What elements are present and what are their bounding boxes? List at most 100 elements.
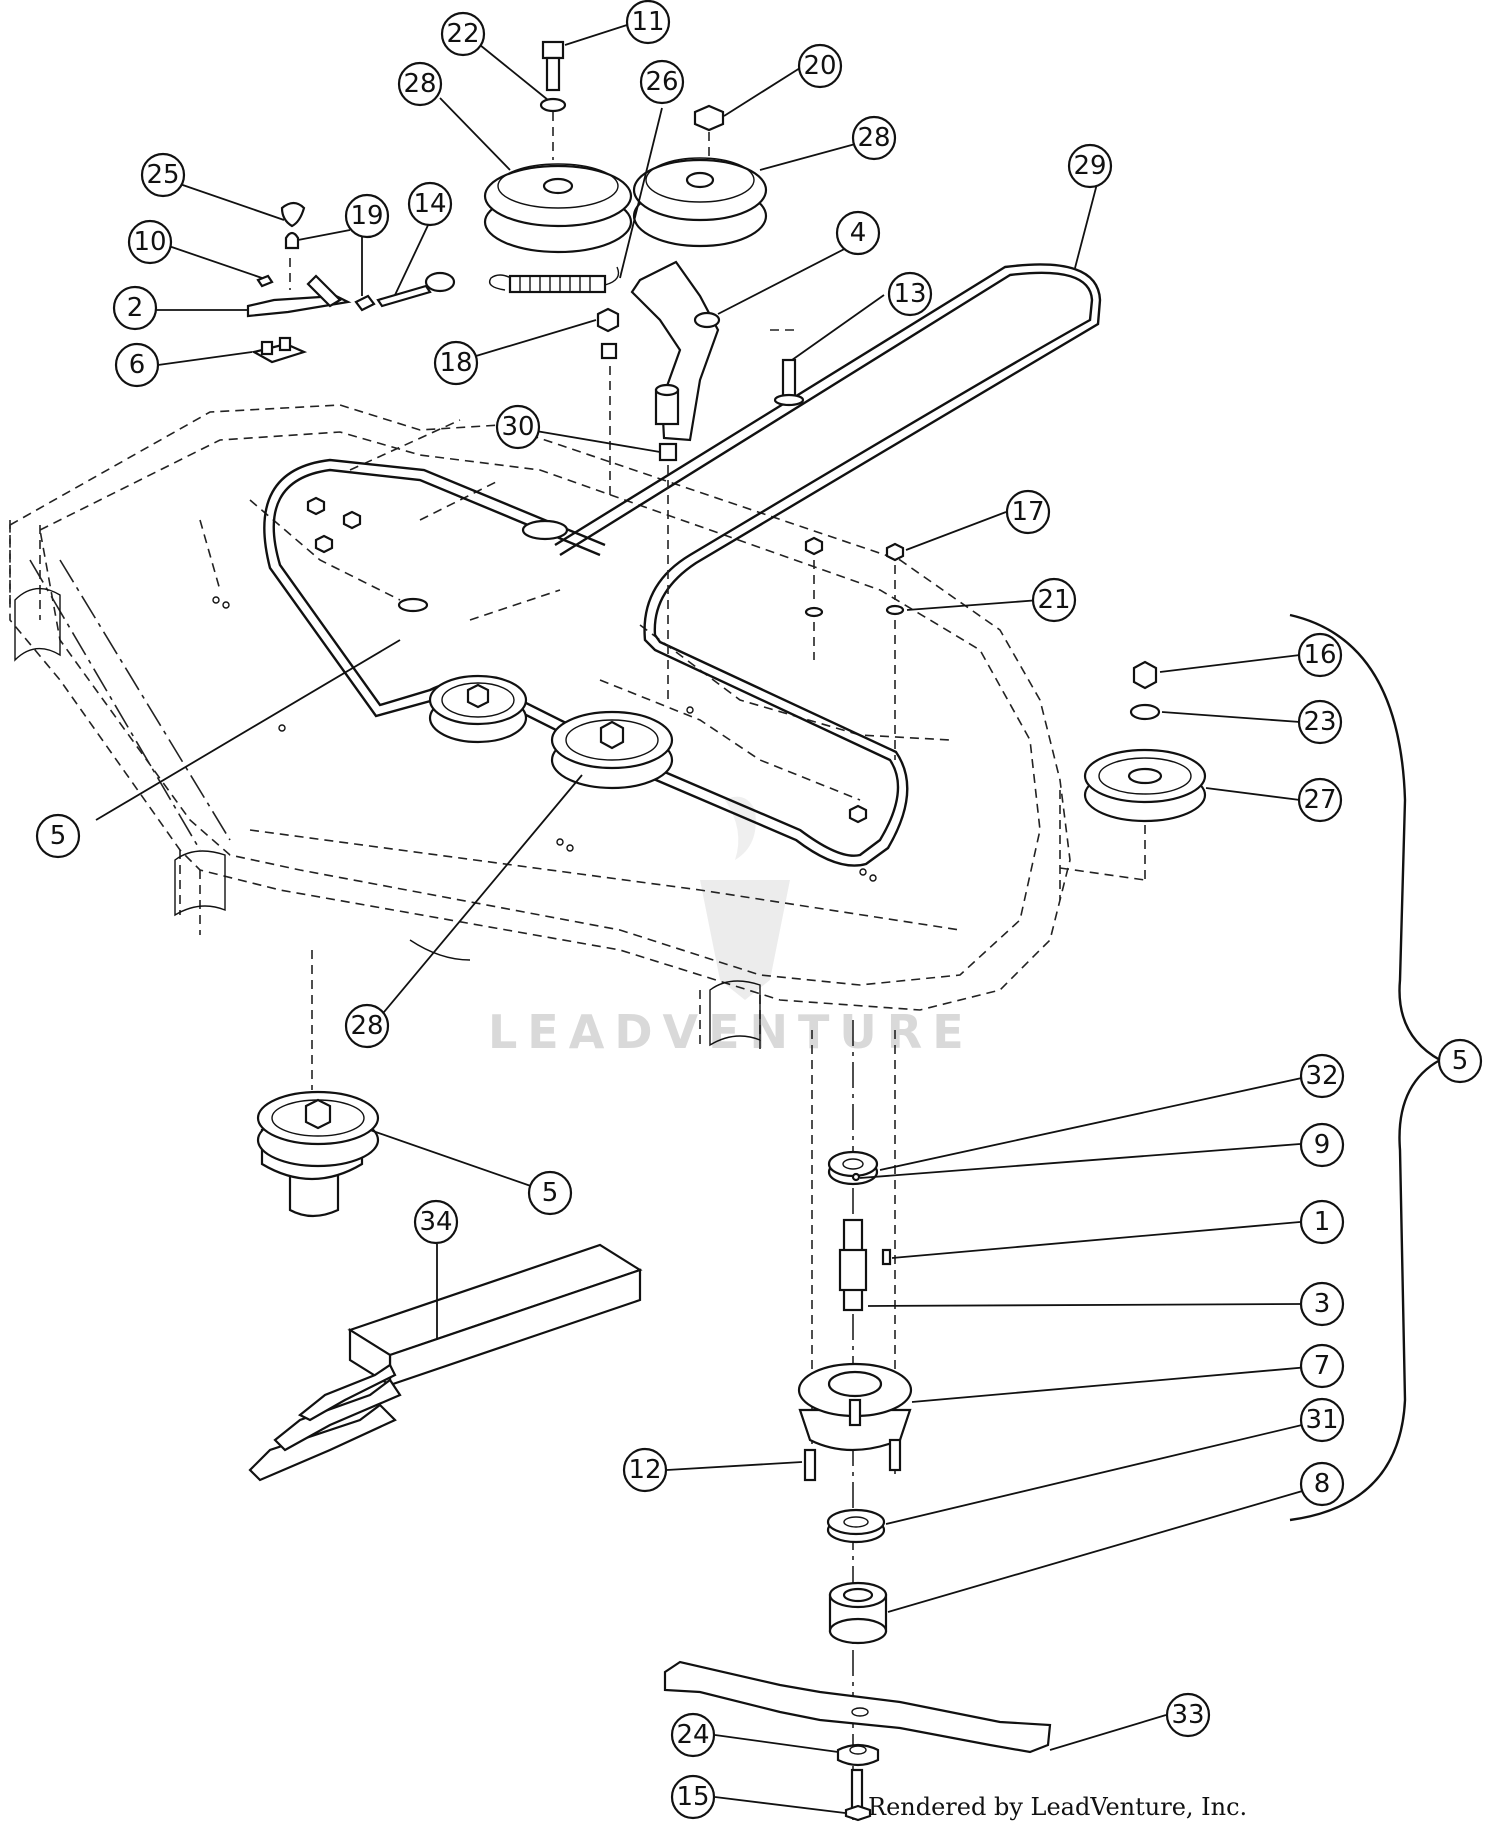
spindle-pulley-center — [550, 710, 674, 790]
callout-20: 20 — [797, 43, 843, 89]
svg-text:23: 23 — [1303, 707, 1336, 737]
svg-text:16: 16 — [1303, 640, 1336, 670]
idler-pulley-right — [632, 157, 768, 248]
callout-10: 10 — [127, 219, 173, 265]
callouts: 22 11 28 26 20 28 29 25 19 14 10 2 6 4 1… — [35, 0, 1483, 1820]
leader-lines — [95, 24, 1324, 1814]
svg-text:5: 5 — [1452, 1046, 1469, 1076]
callout-3: 3 — [1299, 1281, 1345, 1327]
spindle-exploded — [797, 1020, 913, 1820]
callout-5-deck: 5 — [35, 813, 81, 859]
svg-text:33: 33 — [1171, 1700, 1204, 1730]
svg-text:22: 22 — [446, 19, 479, 49]
callout-6: 6 — [114, 342, 160, 388]
tensioner-linkage — [246, 201, 456, 364]
svg-text:19: 19 — [350, 201, 383, 231]
callout-9: 9 — [1299, 1122, 1345, 1168]
idler-arm — [630, 260, 721, 442]
idler-pulley-left — [483, 163, 633, 254]
callout-4: 4 — [835, 210, 881, 256]
svg-text:31: 31 — [1305, 1405, 1338, 1435]
callout-34: 34 — [413, 1199, 459, 1245]
svg-text:32: 32 — [1305, 1061, 1338, 1091]
callout-5-spindle: 5 — [527, 1170, 573, 1216]
callout-22: 22 — [440, 11, 486, 57]
svg-text:13: 13 — [893, 279, 926, 309]
drive-belt — [263, 263, 1102, 867]
bushings — [596, 307, 678, 700]
svg-text:8: 8 — [1314, 1469, 1331, 1499]
svg-text:28: 28 — [403, 69, 436, 99]
svg-text:21: 21 — [1037, 585, 1070, 615]
svg-text:4: 4 — [850, 218, 867, 248]
callout-11: 11 — [625, 0, 671, 45]
svg-text:10: 10 — [133, 227, 166, 257]
callout-15: 15 — [670, 1774, 716, 1820]
callout-24: 24 — [670, 1712, 716, 1758]
callout-23: 23 — [1297, 699, 1343, 745]
callout-30: 30 — [495, 404, 541, 450]
mower-deck-housing — [9, 404, 1071, 1050]
svg-text:11: 11 — [631, 7, 664, 37]
svg-text:29: 29 — [1073, 151, 1106, 181]
svg-text:20: 20 — [803, 51, 836, 81]
svg-text:25: 25 — [146, 160, 179, 190]
blade-bolt — [836, 1743, 880, 1822]
svg-text:18: 18 — [439, 348, 472, 378]
svg-text:7: 7 — [1314, 1351, 1331, 1381]
svg-text:26: 26 — [645, 67, 678, 97]
watermark-logo — [700, 880, 790, 1000]
nuts-washers — [804, 536, 905, 760]
callout-1: 1 — [1299, 1199, 1345, 1245]
callout-33: 33 — [1165, 1692, 1211, 1738]
callout-16: 16 — [1297, 632, 1343, 678]
mower-blade — [663, 1660, 1052, 1754]
tension-spring — [488, 266, 620, 294]
callout-13: 13 — [887, 271, 933, 317]
svg-text:28: 28 — [350, 1011, 383, 1041]
callout-26: 26 — [639, 59, 685, 105]
svg-text:12: 12 — [628, 1455, 661, 1485]
nut — [693, 104, 725, 160]
svg-text:30: 30 — [501, 412, 534, 442]
callout-29: 29 — [1067, 143, 1113, 189]
bolt — [539, 40, 567, 160]
credit-text: Rendered by LeadVenture, Inc. — [868, 1793, 1247, 1821]
callout-28-deck: 28 — [344, 1003, 390, 1049]
pin — [770, 329, 805, 407]
callout-8: 8 — [1299, 1461, 1345, 1507]
callout-27: 27 — [1297, 777, 1343, 823]
svg-text:24: 24 — [676, 1720, 709, 1750]
deck-hardware — [306, 496, 868, 824]
svg-text:2: 2 — [127, 293, 144, 323]
callout-21: 21 — [1031, 577, 1077, 623]
svg-text:5: 5 — [50, 821, 67, 851]
svg-text:28: 28 — [857, 123, 890, 153]
callout-31: 31 — [1299, 1397, 1345, 1443]
svg-text:6: 6 — [129, 350, 146, 380]
blade-kit — [248, 1243, 643, 1482]
svg-text:1: 1 — [1314, 1207, 1331, 1237]
callout-28-top-left: 28 — [397, 61, 443, 107]
svg-text:27: 27 — [1303, 785, 1336, 815]
callout-25: 25 — [140, 152, 186, 198]
svg-text:9: 9 — [1314, 1130, 1331, 1160]
watermark: LEADVENTURE — [488, 796, 974, 1059]
callout-18: 18 — [433, 340, 479, 386]
callout-32: 32 — [1299, 1053, 1345, 1099]
svg-text:15: 15 — [676, 1782, 709, 1812]
svg-text:3: 3 — [1314, 1289, 1331, 1319]
svg-text:5: 5 — [542, 1178, 559, 1208]
callout-12: 12 — [622, 1447, 668, 1493]
callout-19: 19 — [344, 193, 390, 239]
callout-28-top-right: 28 — [851, 115, 897, 161]
drive-pulley — [1059, 660, 1207, 881]
watermark-text: LEADVENTURE — [488, 1005, 974, 1059]
svg-text:17: 17 — [1011, 497, 1044, 527]
callout-2: 2 — [112, 285, 158, 331]
spindle-assembly-left — [256, 950, 380, 1218]
callout-17: 17 — [1005, 489, 1051, 535]
svg-text:34: 34 — [419, 1207, 452, 1237]
spindle-pulley-left — [428, 674, 528, 744]
